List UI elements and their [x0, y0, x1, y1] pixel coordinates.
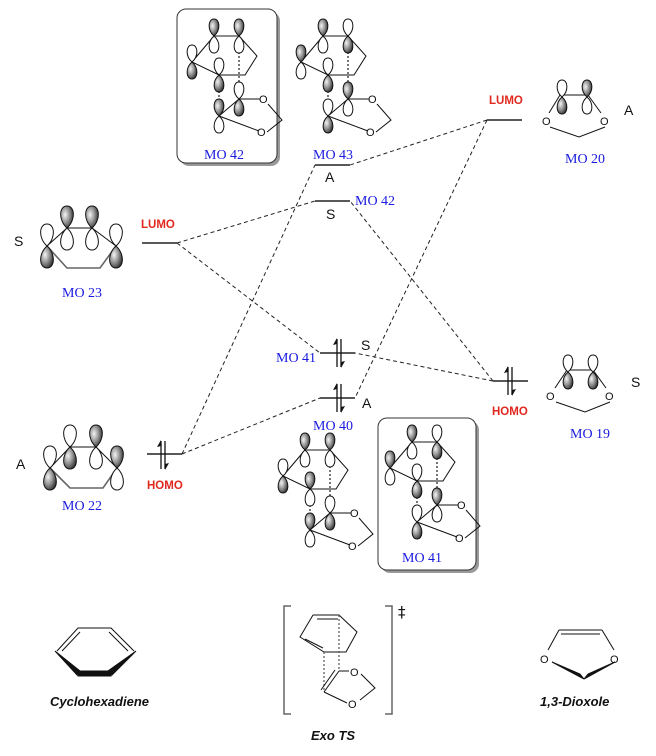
oxygen-atom: O — [350, 667, 359, 679]
left-homo-tag: HOMO — [147, 480, 183, 492]
corr-line-lumo23-to-mo41 — [176, 242, 321, 354]
oxygen-atom: O — [540, 654, 549, 666]
corr-line-homo22-to-mo40 — [181, 397, 321, 455]
ts-orbital-mo41-box: O O MO 41 — [377, 417, 481, 573]
ts-level-mo42: MO 42 S — [315, 194, 395, 222]
ts-level-mo41: MO 41 S — [276, 337, 370, 369]
cyclohexadiene-name: Cyclohexadiene — [50, 694, 149, 709]
ts-mo43-symmetry: A — [325, 169, 335, 185]
ts-mo43-picture-label: MO 43 — [313, 148, 353, 163]
svg-text:O: O — [368, 94, 377, 106]
corr-line-homo22-to-mo43 — [181, 164, 316, 455]
corr-line-homo19-to-mo41 — [354, 352, 494, 382]
mo20-label: MO 20 — [565, 152, 605, 167]
ts-mo42-picture-label: MO 42 — [204, 148, 244, 163]
mo22-symmetry: A — [16, 456, 26, 472]
dioxole-mo20: O O A MO 20 — [542, 79, 634, 167]
cyclohexadiene-mo22: A MO 22 — [16, 424, 124, 514]
svg-text:O: O — [455, 533, 464, 545]
oxygen-atom: O — [610, 654, 619, 666]
exo-ts-structure: ‡ O O Exo TS — [283, 603, 406, 743]
corr-line-lumo23-to-mo42 — [176, 200, 316, 244]
dioxole-structure: O O 1,3-Dioxole — [540, 629, 619, 709]
svg-text:O: O — [457, 500, 466, 512]
mo22-label: MO 22 — [62, 499, 102, 514]
cyclohexadiene-structure: Cyclohexadiene — [50, 627, 149, 709]
mo19-label: MO 19 — [570, 427, 610, 442]
electron-pair-icon — [156, 439, 170, 471]
svg-text:O: O — [259, 94, 268, 106]
right-homo-level: HOMO — [492, 365, 528, 418]
svg-text:O: O — [366, 127, 375, 139]
svg-text:O: O — [348, 541, 357, 553]
ts-level-mo40: MO 40 A — [313, 382, 372, 434]
ts-mo41-picture-label: MO 41 — [402, 551, 442, 566]
ts-mo42-symmetry: S — [326, 206, 335, 222]
corr-line-homo19-to-mo42 — [349, 200, 494, 382]
mo23-symmetry: S — [14, 233, 23, 249]
right-lumo-tag: LUMO — [489, 95, 523, 107]
correlation-lines — [176, 119, 494, 455]
transition-state-dagger: ‡ — [398, 603, 406, 621]
ts-mo42-label: MO 42 — [355, 194, 395, 209]
right-homo-tag: HOMO — [492, 406, 528, 418]
oxygen-atom: O — [348, 699, 357, 711]
corr-line-lumo20-to-mo40 — [354, 119, 488, 399]
mo23-label: MO 23 — [62, 286, 102, 301]
ts-orbital-mo43: O O MO 43 — [295, 18, 392, 163]
oxygen-atom: O — [605, 391, 614, 403]
ts-mo40-symmetry: A — [362, 395, 372, 411]
ts-mo41-label: MO 41 — [276, 351, 316, 366]
svg-text:O: O — [350, 508, 359, 520]
exo-ts-name: Exo TS — [311, 728, 355, 743]
left-lumo-tag: LUMO — [141, 219, 175, 231]
mo19-symmetry: S — [631, 374, 640, 390]
oxygen-atom: O — [542, 116, 551, 128]
ts-mo40-label: MO 40 — [313, 419, 353, 434]
svg-text:O: O — [257, 127, 266, 139]
ts-orbital-mo40: O O — [277, 432, 374, 553]
oxygen-atom: O — [546, 391, 555, 403]
ts-level-mo43: A — [315, 164, 350, 185]
oxygen-atom: O — [600, 116, 609, 128]
dioxole-name: 1,3-Dioxole — [540, 694, 609, 709]
right-lumo-level: LUMO — [487, 95, 523, 121]
left-lumo-level: LUMO — [141, 219, 177, 244]
ts-mo41-symmetry: S — [361, 337, 370, 353]
corr-line-lumo20-to-mo43 — [349, 119, 488, 166]
dioxole-mo19: O O S MO 19 — [546, 354, 640, 442]
cyclohexadiene-mo23: S MO 23 — [14, 205, 123, 301]
ts-orbital-mo42-box: O O MO 42 — [176, 8, 283, 166]
left-homo-level: HOMO — [147, 439, 183, 492]
mo20-symmetry: A — [624, 102, 634, 118]
